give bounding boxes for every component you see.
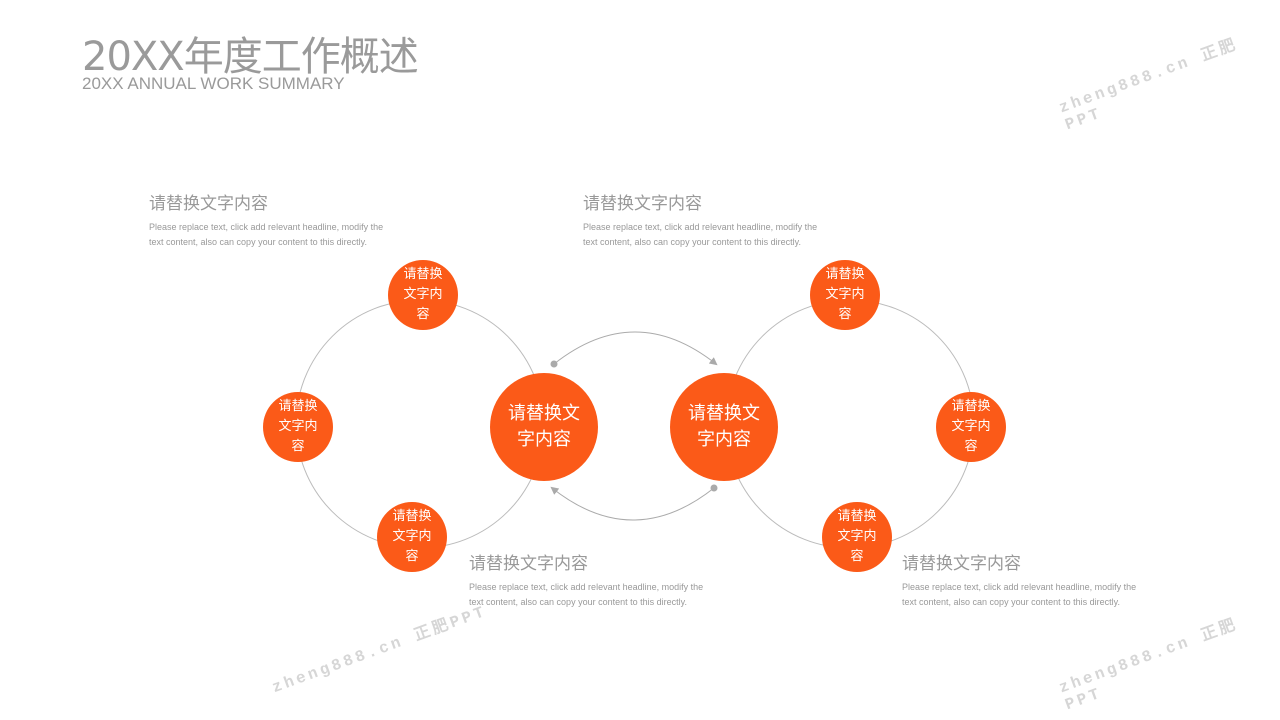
- node-label: 请替换文字内容: [403, 267, 443, 322]
- text-block-2: 请替换文字内容 Please replace text, click add re…: [583, 189, 823, 250]
- text-block-3: 请替换文字内容 Please replace text, click add re…: [469, 549, 709, 610]
- node-right-middle: 请替换文字内容: [936, 392, 1006, 462]
- page-subtitle: 20XX ANNUAL WORK SUMMARY: [82, 74, 345, 93]
- node-label: 请替换文字内容: [825, 267, 865, 322]
- hub-left: 请替换文字内容: [490, 373, 598, 481]
- node-right-top: 请替换文字内容: [810, 260, 880, 330]
- block-body: Please replace text, click add relevant …: [149, 222, 384, 247]
- node-label: 请替换文字内容: [837, 509, 877, 564]
- top-arc-dot: [550, 360, 558, 368]
- node-left-top: 请替换文字内容: [388, 260, 458, 330]
- node-left-middle: 请替换文字内容: [263, 392, 333, 462]
- block-body: Please replace text, click add relevant …: [583, 222, 818, 247]
- node-right-bottom: 请替换文字内容: [822, 502, 892, 572]
- node-label: 请替换文字内容: [951, 399, 991, 454]
- hub-label: 请替换文字内容: [508, 403, 580, 450]
- bottom-arrow-arc: [550, 486, 715, 521]
- text-block-4: 请替换文字内容 Please replace text, click add re…: [902, 549, 1142, 610]
- node-left-bottom: 请替换文字内容: [377, 502, 447, 572]
- block-heading: 请替换文字内容: [469, 554, 588, 574]
- top-arrow-arc: [553, 331, 718, 366]
- text-block-1: 请替换文字内容 Please replace text, click add re…: [149, 189, 389, 250]
- block-heading: 请替换文字内容: [902, 554, 1021, 574]
- hub-right: 请替换文字内容: [670, 373, 778, 481]
- bottom-arc-dot: [710, 484, 718, 492]
- node-label: 请替换文字内容: [392, 509, 432, 564]
- block-heading: 请替换文字内容: [583, 194, 702, 214]
- hub-label: 请替换文字内容: [688, 403, 760, 450]
- block-heading: 请替换文字内容: [149, 194, 268, 214]
- block-body: Please replace text, click add relevant …: [902, 582, 1137, 607]
- block-body: Please replace text, click add relevant …: [469, 582, 704, 607]
- node-label: 请替换文字内容: [278, 399, 318, 454]
- page-title: 20XX年度工作概述: [82, 34, 419, 80]
